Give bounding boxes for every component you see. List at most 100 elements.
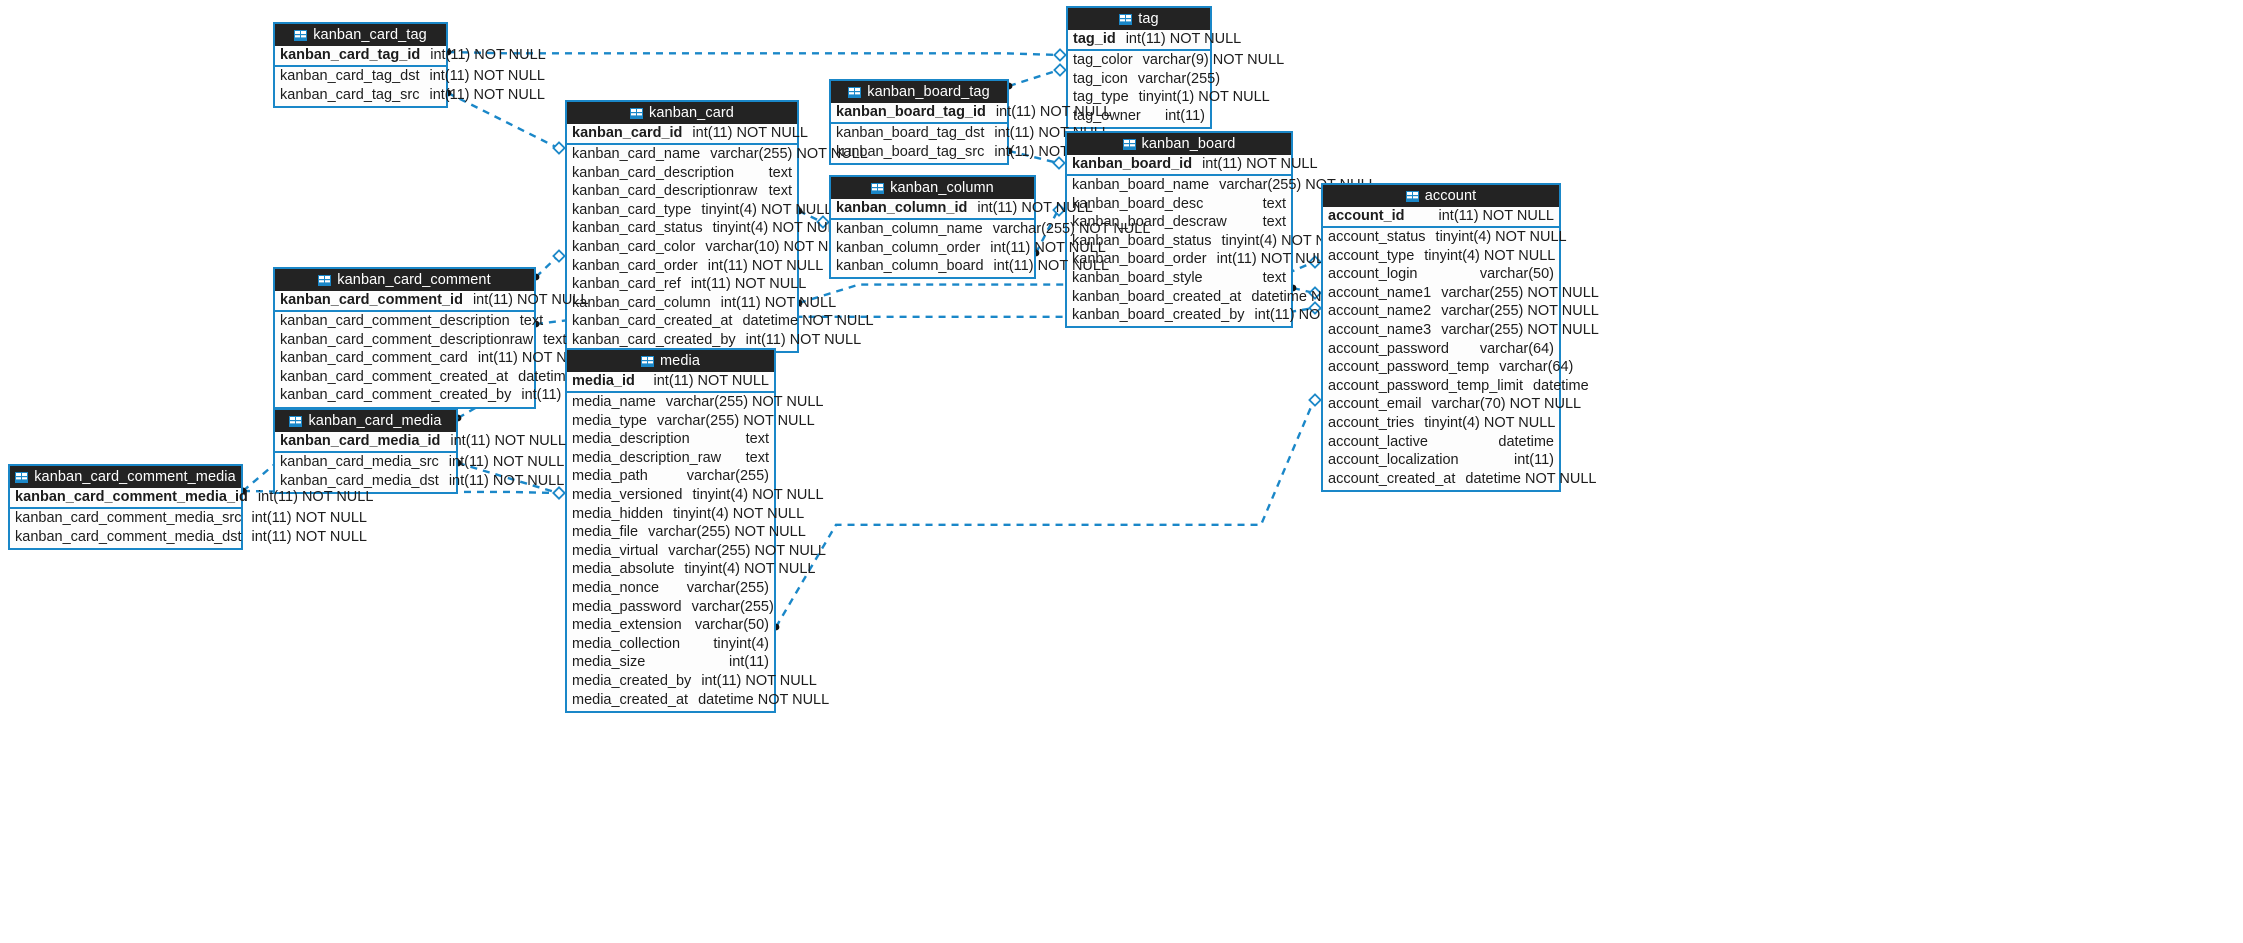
field-name: account_name1 bbox=[1328, 284, 1432, 301]
field-name: kanban_board_tag_dst bbox=[836, 125, 985, 142]
table-icon bbox=[871, 182, 885, 194]
field-name: kanban_card_comment_card bbox=[280, 350, 468, 367]
field-name: tag_type bbox=[1073, 89, 1129, 106]
field-name: tag_color bbox=[1073, 52, 1133, 69]
relationship-kanban_card_comment-to-kanban_card bbox=[535, 255, 559, 278]
field-name: kanban_card_comment_created_by bbox=[280, 387, 512, 404]
field-name: kanban_board_tag_src bbox=[836, 143, 985, 160]
field-name: kanban_board_id bbox=[1072, 155, 1193, 172]
field-name: media_created_at bbox=[572, 691, 689, 708]
entity-title: kanban_column bbox=[890, 180, 994, 196]
